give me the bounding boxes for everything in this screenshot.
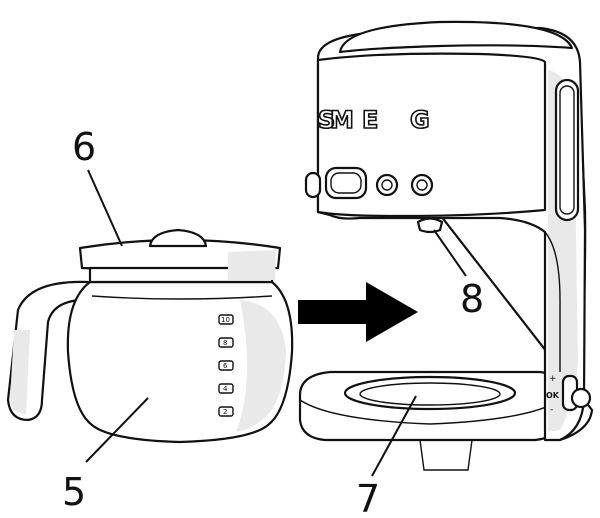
callout-7: 7 (356, 477, 380, 518)
logo-letter-e: E (362, 106, 378, 134)
cup-mark-8: 8 (223, 339, 227, 347)
leader-line-8 (433, 229, 467, 277)
machine-lid (338, 20, 574, 54)
cup-scale: 10 8 6 4 2 (218, 314, 234, 417)
cup-mark-2: 2 (223, 408, 227, 416)
switch-label-ok: OK (546, 391, 560, 400)
cup-mark-4: 4 (223, 385, 228, 393)
water-window (554, 78, 580, 222)
carafe: 10 8 6 4 2 (6, 228, 294, 444)
coffee-machine: S M E G + OK - (298, 20, 594, 471)
logo-letter-g: G (410, 106, 430, 134)
carafe-handle (6, 280, 94, 422)
display-panel (324, 166, 368, 200)
logo-letter-s: S (318, 106, 335, 134)
hotplate (343, 375, 517, 411)
leader-line-7 (371, 395, 417, 477)
aroma-button[interactable] (375, 173, 399, 197)
switch-label-plus: + (549, 374, 557, 384)
callout-5: 5 (62, 470, 86, 514)
power-button[interactable] (304, 171, 322, 199)
cup-mark-10: 10 (221, 316, 230, 324)
callout-6: 6 (72, 125, 96, 169)
leader-line-5 (85, 397, 149, 463)
insert-direction-arrow (298, 282, 418, 342)
leader-line-6 (87, 169, 123, 247)
side-switch[interactable]: + OK - (546, 374, 592, 415)
callouts: 6 5 8 7 (62, 125, 484, 518)
brand-logo: S M E G (317, 105, 430, 135)
keep-warm-button[interactable] (410, 173, 434, 197)
carafe-body (66, 280, 294, 444)
machine-head (316, 52, 547, 218)
switch-label-minus: - (550, 405, 553, 415)
logo-letter-m: M (330, 106, 354, 134)
carafe-lid-knob[interactable] (148, 228, 208, 248)
callout-8: 8 (460, 277, 484, 321)
cup-mark-6: 6 (223, 362, 228, 370)
drip-stop-valve (416, 217, 444, 234)
